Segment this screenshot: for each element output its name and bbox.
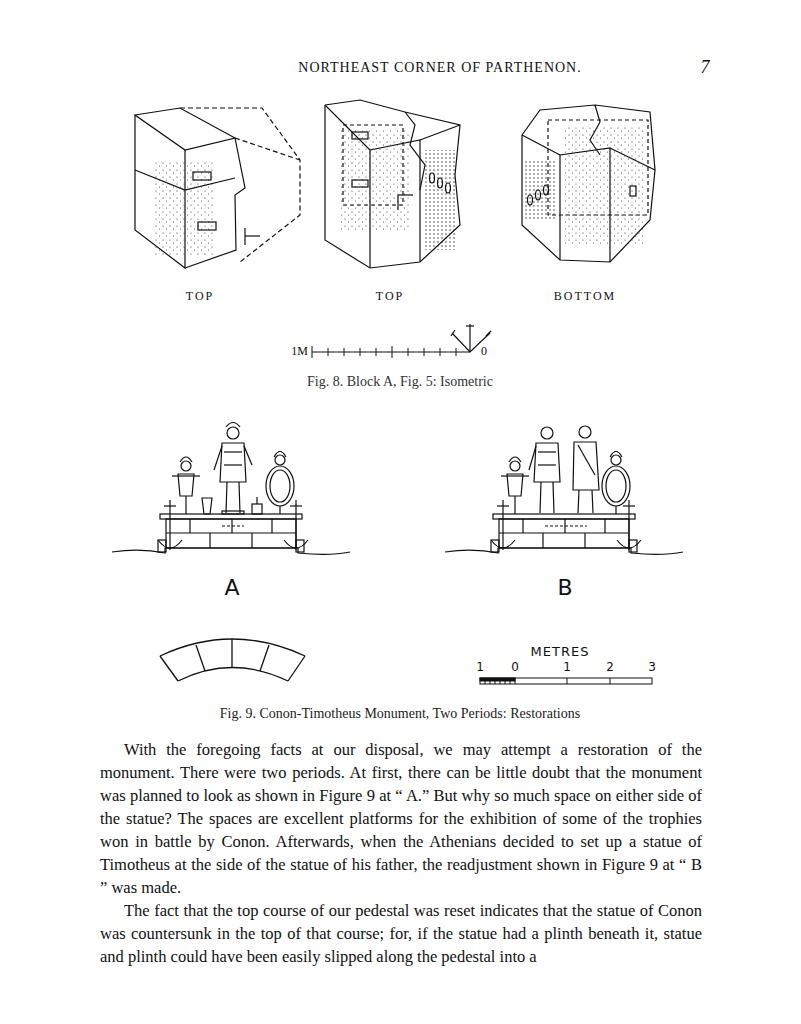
figure-caption: Fig. 9. Conon-Timotheus Monument, Two Pe…: [100, 706, 700, 721]
view-label: TOP: [355, 290, 425, 303]
scale-label: METRES: [505, 645, 615, 659]
scale-number: 3: [644, 661, 660, 674]
period-label: B: [545, 576, 585, 600]
running-head: NORTHEAST CORNER OF PARTHENON.: [240, 60, 640, 75]
period-label: A: [212, 576, 252, 600]
scale-number: 1: [472, 661, 488, 674]
view-label: TOP: [165, 290, 235, 303]
scale-number: 0: [507, 661, 523, 674]
scale-label: 1M: [270, 345, 308, 358]
page-number: 7: [690, 58, 720, 78]
view-label: BOTTOM: [540, 290, 630, 303]
figure-caption: Fig. 8. Block A, Fig. 5: Isometric: [150, 374, 650, 389]
body-paragraph: The fact that the top course of our pede…: [100, 899, 702, 968]
scale-number: 2: [602, 661, 618, 674]
scale-label: 0: [476, 345, 492, 358]
body-text: With the foregoing facts at our disposal…: [100, 738, 702, 968]
body-paragraph: With the foregoing facts at our disposal…: [100, 738, 702, 899]
scale-number: 1: [559, 661, 575, 674]
